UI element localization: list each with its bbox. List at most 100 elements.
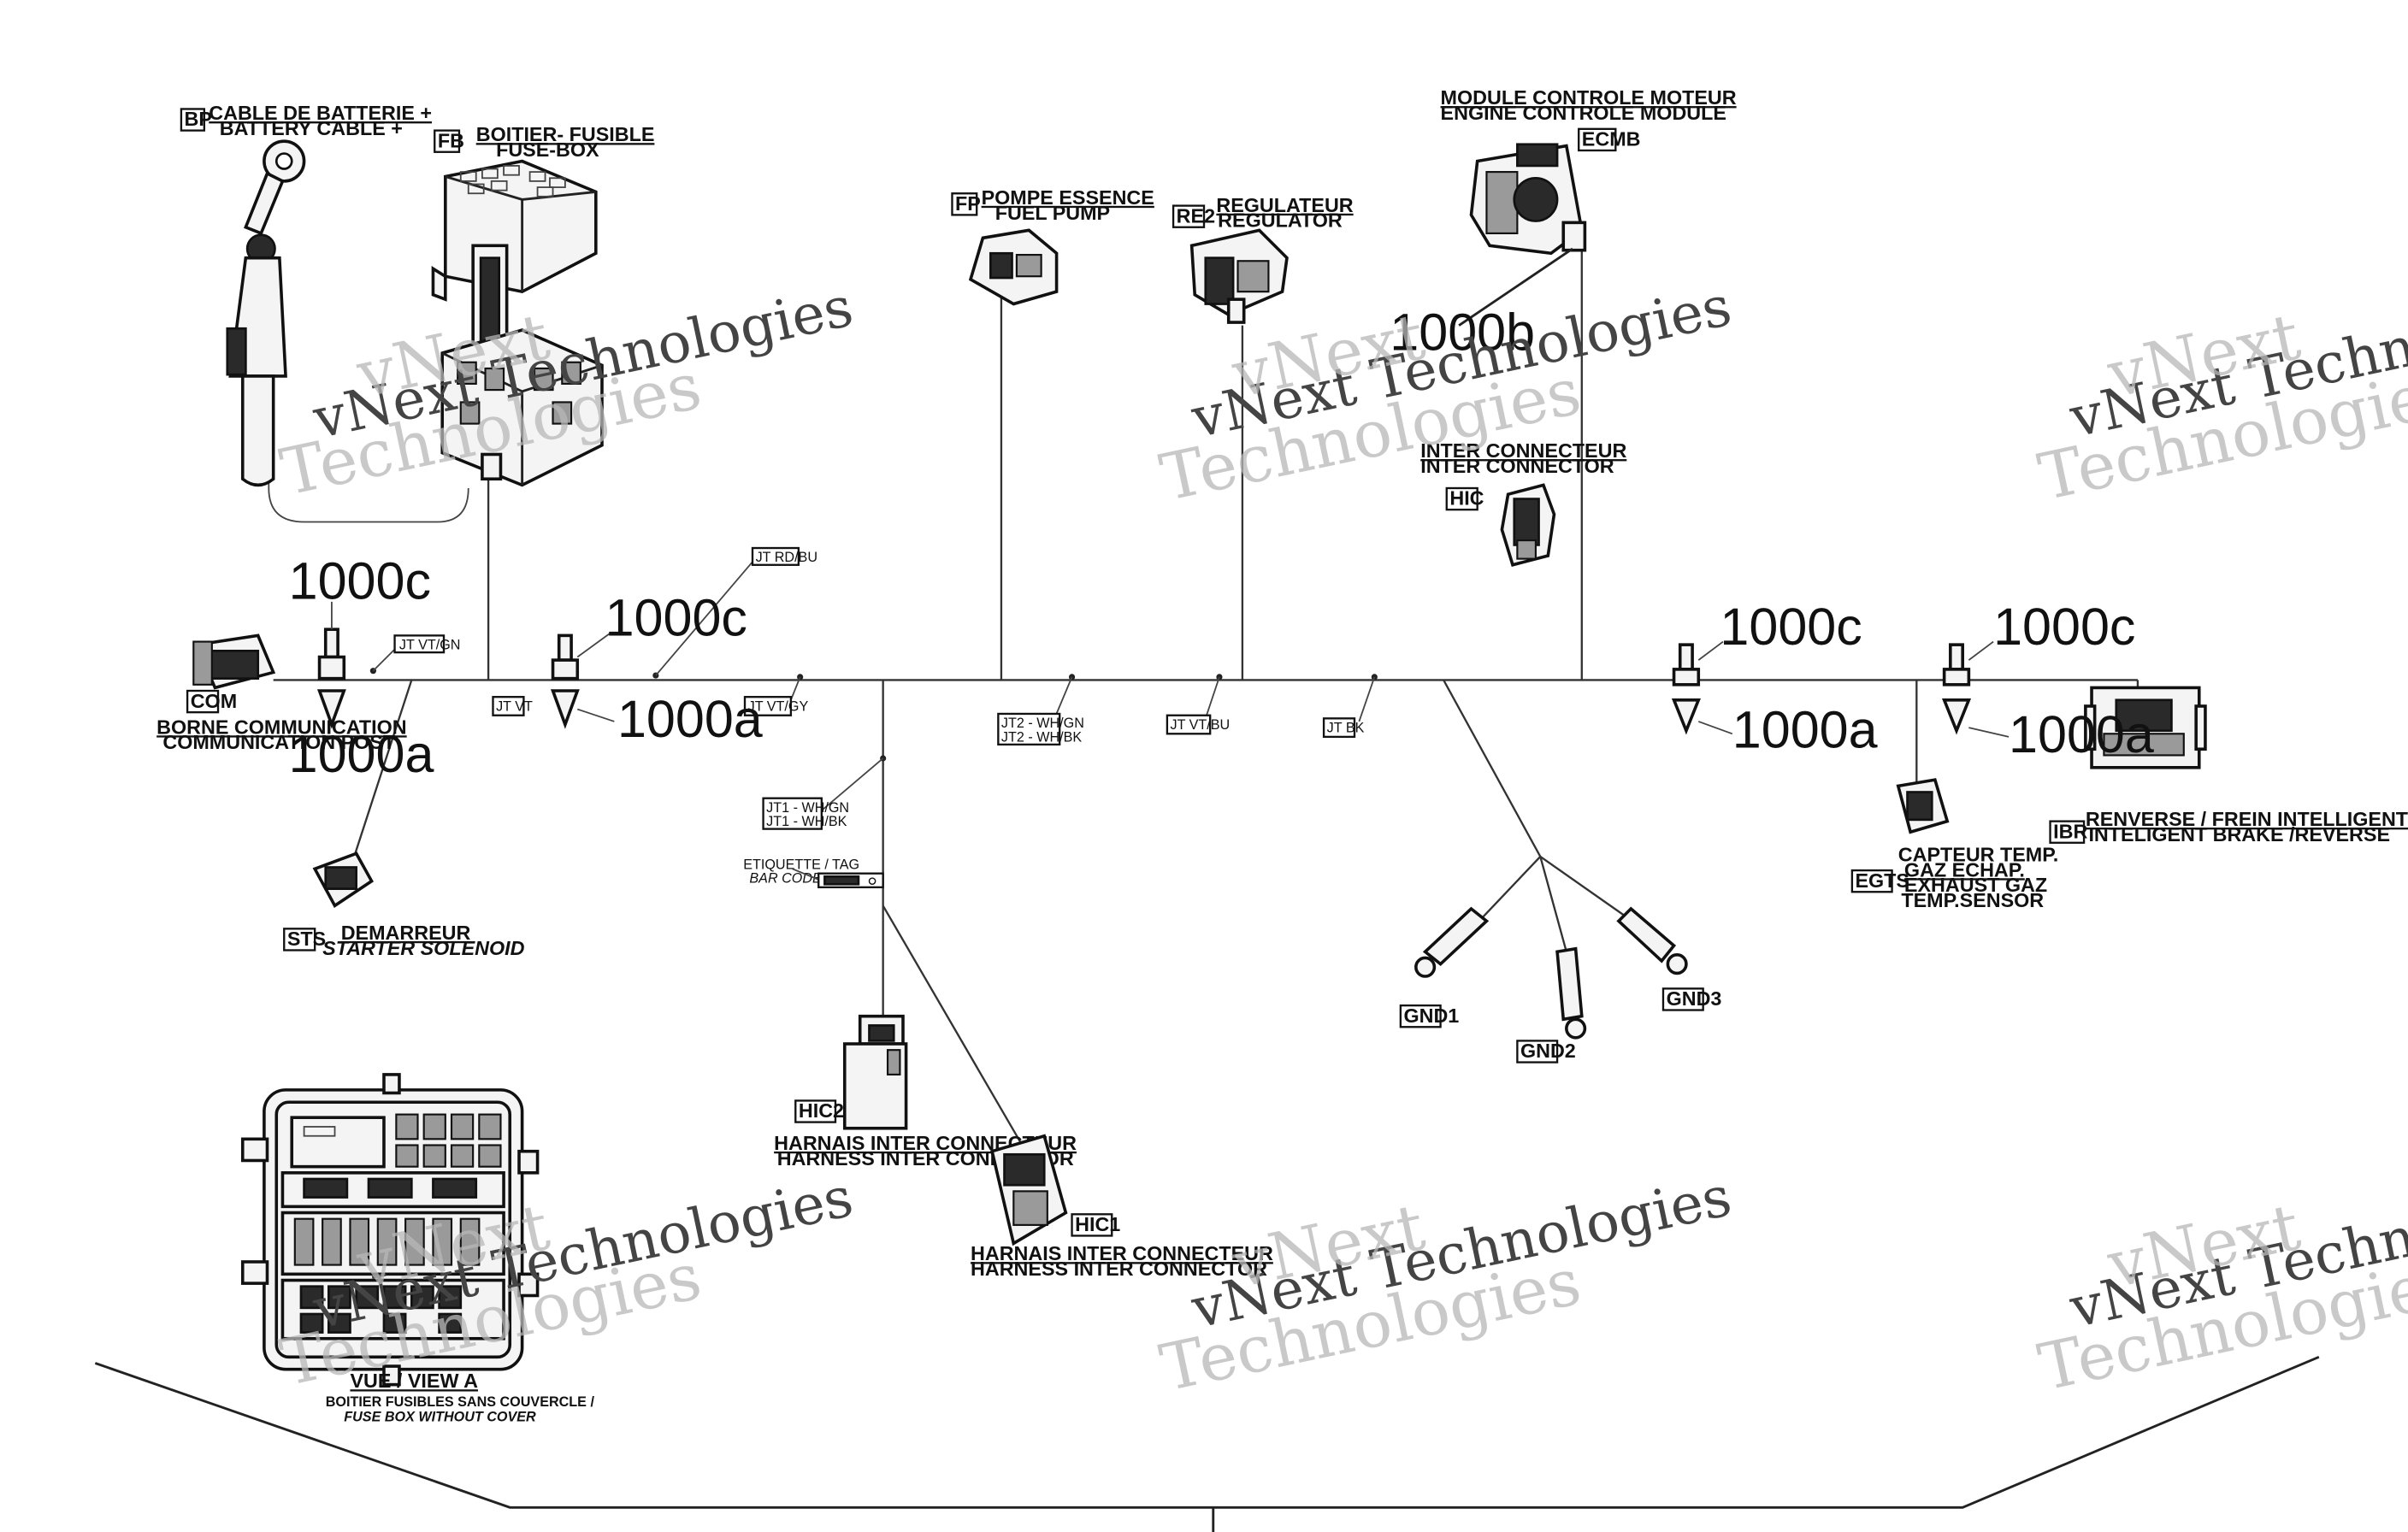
egts-label-1: CAPTEUR TEMP. (1898, 843, 2059, 865)
ecm-label-en: ENGINE CONTROLE MODULE (1441, 102, 1726, 124)
egts-label-4: TEMP.SENSOR (1901, 889, 2044, 911)
fuse-box-assembly (431, 159, 604, 487)
part-callouts: 1000c 1000a 1000c 1000a 1000b 1000c 1000… (289, 303, 2154, 783)
view-a-fusebox (240, 1073, 540, 1387)
bottom-frame (94, 1355, 2320, 1532)
ibr-code: IBR (2053, 820, 2087, 842)
bp-label-en: BATTERY CABLE + (220, 117, 403, 139)
hic1-code: HIC1 (1075, 1213, 1120, 1235)
egts-code: EGTS (1855, 869, 1909, 892)
bp-code: BP (185, 108, 212, 130)
ground-labels: GND1 GND2 GND3 (1399, 987, 1722, 1064)
hic-label-en: INTER CONNECTOR (1420, 455, 1614, 477)
re2-code: RE2 (1177, 204, 1215, 227)
fb-code: FB (438, 129, 464, 151)
egts-label-2: GAZ ECHAP. (1904, 858, 2025, 881)
hic2-code: HIC2 (799, 1099, 844, 1122)
hic1-label-fr: HARNAIS INTER CONNECTEUR (971, 1242, 1273, 1264)
sts-label-group: STS DEMARREUR STARTER SOLENOID (283, 922, 525, 959)
barcode-tag-line2: BAR CODE (749, 870, 822, 886)
hic-label-group: INTER CONNECTEUR INTER CONNECTOR HIC (1420, 439, 1626, 511)
com-label-group: COM BORNE COMMUNICATION COMMUNICATION PO… (156, 690, 406, 753)
re2-label-fr: REGULATEUR (1216, 194, 1353, 216)
tag-jt-vt: JT VT (496, 698, 533, 714)
inline-part-3 (1671, 640, 1733, 735)
hic1-label-group: HIC1 HARNAIS INTER CONNECTEUR HARNESS IN… (971, 1213, 1273, 1280)
view-a-subtitle-1: BOITIER FUSIBLES SANS COUVERCLE / (326, 1394, 595, 1410)
callout-1000a-1: 1000a (289, 725, 434, 783)
re2-label-group: RE2 REGULATEUR REGULATOR (1172, 194, 1354, 232)
callout-1000a-2: 1000a (617, 690, 763, 748)
fb-label-fr: BOITIER- FUSIBLE (476, 123, 655, 145)
callout-1000a-3: 1000a (1732, 700, 1878, 758)
tag-jt1-b: JT1 - WH/BK (766, 814, 847, 829)
tag-jt2-b: JT2 - WH/BK (1001, 729, 1082, 745)
fp-label-en: FUEL PUMP (995, 202, 1110, 224)
fuel-pump-connector (968, 228, 1059, 306)
com-label-fr: BORNE COMMUNICATION (156, 716, 406, 738)
ibr-label-group: IBR RENVERSE / FREIN INTELLIGENT INTELIG… (2049, 808, 2408, 846)
tag-jt-vt-gn: JT VT/GN (399, 638, 461, 653)
ecm-code: ECMB (1582, 128, 1641, 150)
inline-part-2 (550, 632, 615, 729)
splice-tags: JT VT/GN JT VT JT RD/BU JT VT/GY JT2 - W… (393, 546, 1365, 889)
fp-label-fr: POMPE ESSENCE (982, 186, 1154, 209)
gnd1-code: GND1 (1403, 1005, 1459, 1027)
fb-label-en: FUSE-BOX (496, 138, 599, 161)
fb-label-group: FB BOITIER- FUSIBLE FUSE-BOX (434, 123, 654, 161)
ground-terminals (1414, 906, 1688, 1040)
com-code: COM (191, 690, 237, 712)
ibr-label-en: INTELIGENT BRAKE /REVERSE (2088, 823, 2390, 846)
callout-1000c-3: 1000c (1720, 598, 1862, 656)
com-label-en: COMMUNICATION POST (162, 731, 395, 753)
sts-code: STS (287, 928, 326, 950)
regulator-connector (1189, 228, 1289, 324)
inter-connector (1500, 483, 1556, 567)
callout-1000c-2: 1000c (605, 588, 747, 646)
callout-1000b: 1000b (1390, 303, 1535, 361)
sts-label-en: STARTER SOLENOID (322, 937, 524, 959)
callout-1000a-4: 1000a (2009, 705, 2154, 763)
callout-1000c-4: 1000c (1993, 598, 2135, 656)
bp-label-fr: CABLE DE BATTERIE + (209, 102, 432, 124)
gnd2-code: GND2 (1520, 1040, 1576, 1062)
hic1-label-en: HARNESS INTER CONNECTOR (971, 1258, 1267, 1280)
ecm-label-group: MODULE CONTROLE MOTEUR ENGINE CONTROLE M… (1441, 86, 1737, 152)
tag-jt-bk: JT BK (1327, 720, 1365, 735)
ecm-connector (1458, 143, 1587, 327)
tag-jt-vt-gy: JT VT/GY (748, 698, 809, 714)
fp-code: FP (955, 192, 981, 215)
egts-label-group: EGTS CAPTEUR TEMP. GAZ ECHAP. EXHAUST GA… (1850, 843, 2059, 911)
exhaust-gas-temp-sensor-connector (1896, 778, 1950, 834)
tag-jt-vt-bu: JT VT/BU (1170, 717, 1230, 733)
view-a-subtitle-2: FUSE BOX WITHOUT COVER (344, 1410, 536, 1425)
ecm-label-fr: MODULE CONTROLE MOTEUR (1441, 86, 1737, 109)
callout-1000c-1: 1000c (289, 551, 431, 610)
view-a-title: VUE / VIEW A (350, 1370, 478, 1392)
tag-jt1-a: JT1 - WH/GN (766, 800, 849, 816)
view-a-label-group: VUE / VIEW A BOITIER FUSIBLES SANS COUVE… (326, 1370, 595, 1425)
tag-jt2-a: JT2 - WH/GN (1001, 716, 1084, 731)
intelligent-brake-reverse-connector (2084, 686, 2207, 769)
communication-post-connector (192, 633, 276, 690)
hic1-connector (990, 1134, 1068, 1246)
main-harness-trunk (268, 230, 2139, 1145)
splice-points (369, 561, 1378, 811)
ibr-label-fr: RENVERSE / FREIN INTELLIGENT (2086, 808, 2408, 830)
hic2-connector (842, 1014, 908, 1130)
fp-label-group: FP POMPE ESSENCE FUEL PUMP (951, 186, 1154, 224)
egts-label-3: EXHAUST GAZ (1904, 874, 2047, 896)
tag-jt-rd-bu: JT RD/BU (756, 550, 817, 565)
re2-label-en: REGULATOR (1218, 209, 1343, 232)
gnd3-code: GND3 (1667, 987, 1722, 1010)
barcode-tag-line1: ETIQUETTE / TAG (743, 857, 859, 872)
starter-solenoid-connector (312, 851, 374, 908)
sts-label-fr: DEMARREUR (341, 922, 471, 944)
hic-label-fr: INTER CONNECTEUR (1420, 439, 1626, 462)
battery-cable-terminal (226, 139, 306, 487)
hic-code: HIC (1449, 487, 1484, 510)
inline-part-4 (1941, 640, 2010, 738)
inline-part-1 (316, 601, 346, 729)
bp-label-group: BP CABLE DE BATTERIE + BATTERY CABLE + (180, 102, 432, 139)
